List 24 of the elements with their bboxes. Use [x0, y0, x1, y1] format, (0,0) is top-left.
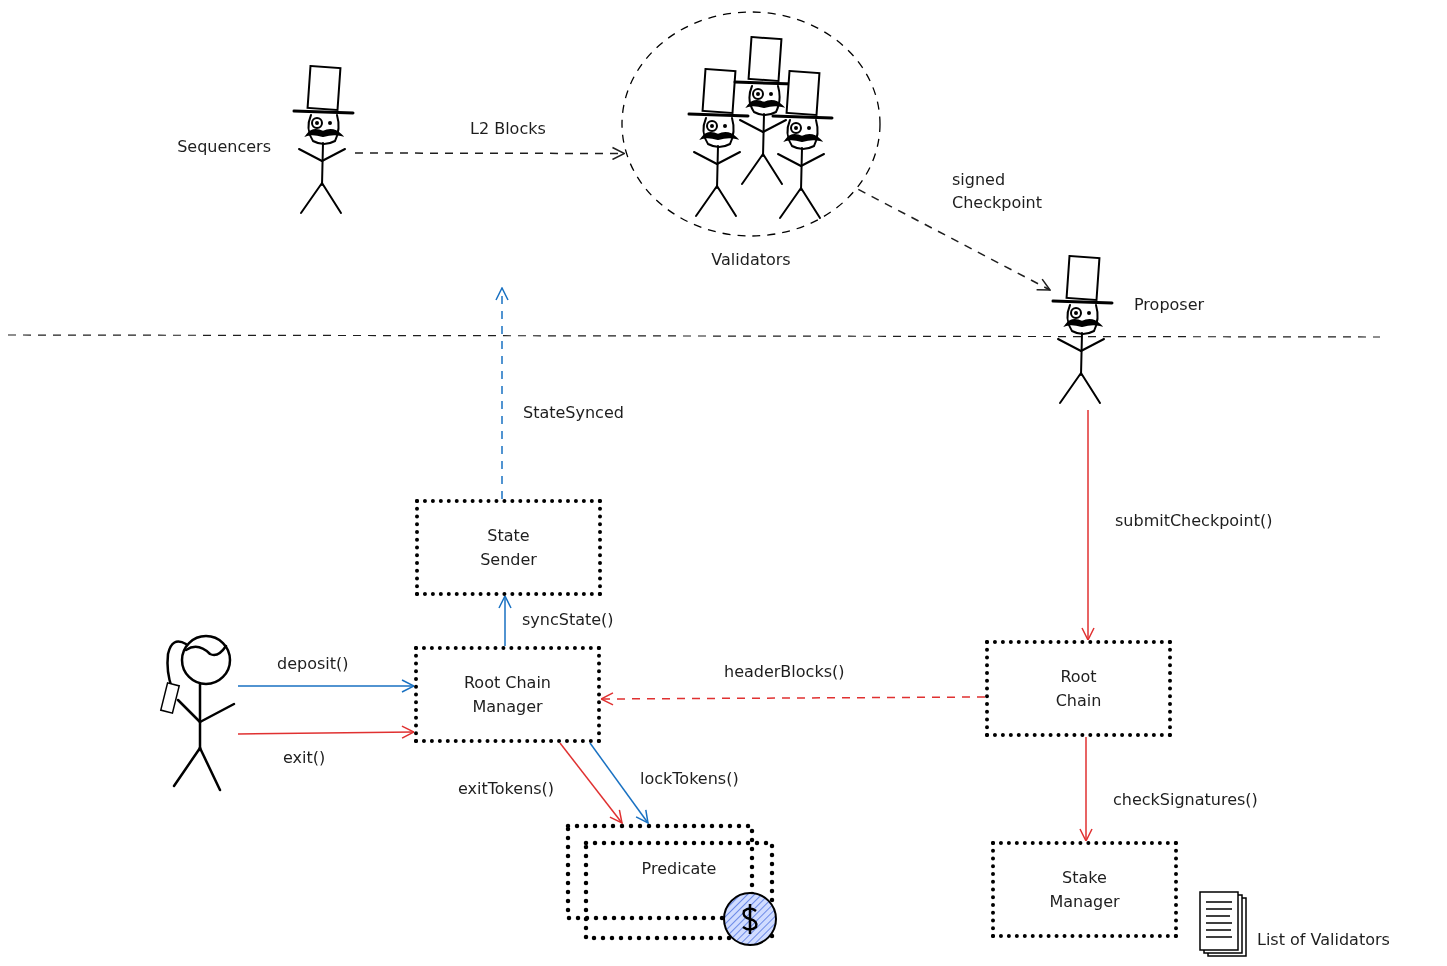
process-box: [414, 646, 601, 743]
figure-caption: Validators: [711, 250, 791, 269]
box-label: Root Chain: [1054, 665, 1103, 712]
arrow: [237, 679, 415, 693]
figure-caption: Sequencers: [177, 137, 271, 156]
box-label: State Sender: [479, 524, 538, 571]
box-label: Predicate: [640, 859, 718, 878]
arrow: [237, 725, 415, 739]
arrow: [857, 188, 1051, 291]
box-label: Stake Manager: [1048, 866, 1121, 913]
figure-caption: Proposer: [1134, 295, 1205, 314]
process-box: [985, 640, 1172, 737]
arrow: [589, 742, 649, 824]
arrow: [498, 595, 512, 647]
box-label: Root Chain Manager: [462, 671, 552, 718]
arrow: [559, 742, 623, 824]
arrow: [1081, 409, 1095, 641]
arrow: [600, 692, 986, 706]
process-box: [991, 841, 1178, 938]
arrow: [354, 146, 626, 161]
process-box: [415, 499, 602, 596]
note-text: List of Validators: [1257, 930, 1390, 949]
arrow: [495, 287, 509, 500]
arrow: [1079, 736, 1093, 842]
